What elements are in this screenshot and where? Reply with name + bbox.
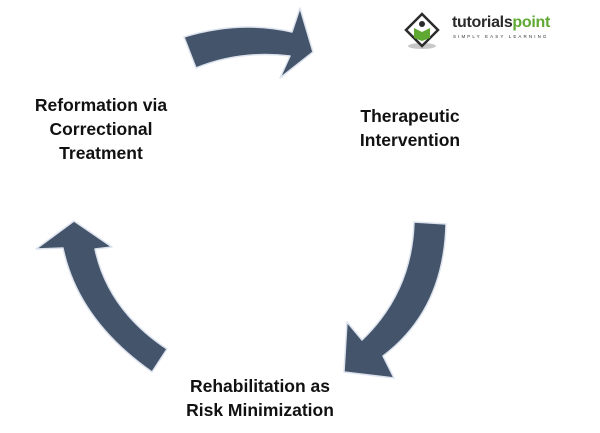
- logo-tagline: SIMPLY EASY LEARNING: [453, 34, 549, 39]
- node-rehabilitation-line-2: Risk Minimization: [186, 400, 334, 420]
- node-therapeutic-line-2: Intervention: [359, 130, 461, 150]
- tutorialspoint-logo: tutorialspoint SIMPLY EASY LEARNING: [402, 12, 550, 52]
- node-rehabilitation: Rehabilitation as Risk Minimization: [160, 374, 360, 422]
- node-reformation-line-1: Reformation via: [34, 95, 168, 115]
- node-reformation: Reformation via Correctional Treatment: [6, 93, 196, 165]
- arrow-reformation-to-therapeutic: [183, 7, 314, 79]
- node-rehabilitation-line-1: Rehabilitation as: [189, 376, 331, 396]
- node-therapeutic: Therapeutic Intervention: [330, 104, 490, 152]
- node-therapeutic-line-1: Therapeutic: [360, 106, 460, 126]
- arrow-rehabilitation-to-reformation: [35, 220, 168, 373]
- node-reformation-line-2: Correctional: [49, 119, 153, 139]
- arrow-therapeutic-to-rehabilitation: [343, 221, 447, 379]
- logo-emblem-icon: [404, 12, 440, 49]
- logo-wordmark: tutorialspoint: [452, 14, 551, 31]
- node-reformation-line-3: Treatment: [59, 143, 143, 163]
